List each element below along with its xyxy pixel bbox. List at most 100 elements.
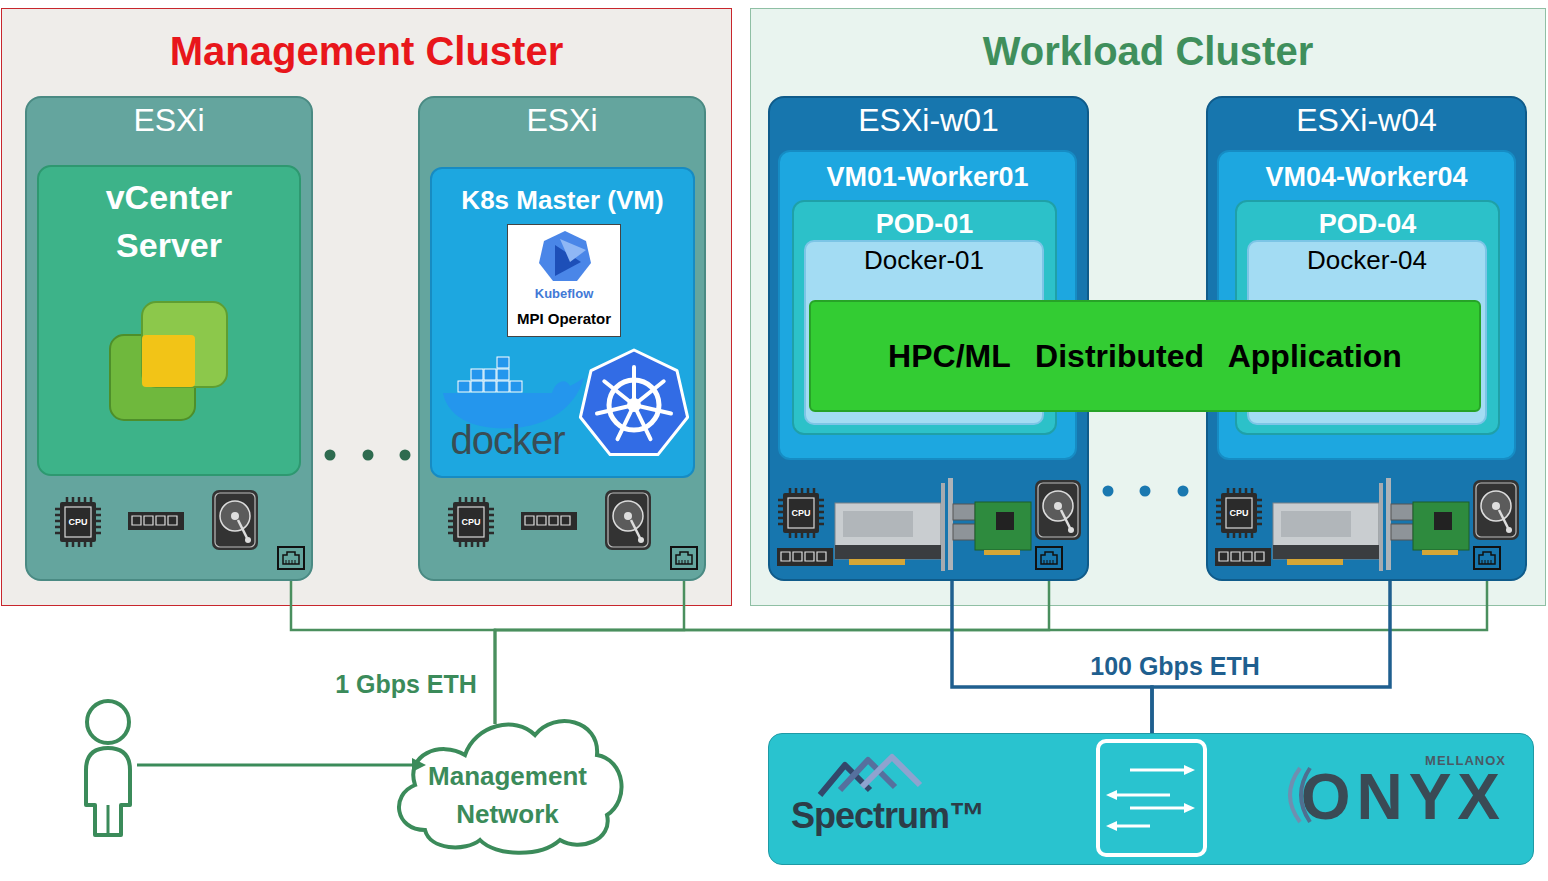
switch-arrow (1115, 794, 1170, 797)
node-title: vCenter Server (61, 173, 277, 269)
node-title: Kubeflow (508, 286, 620, 302)
kubernetes-wheel (609, 380, 659, 430)
node-title: ESXi-w01 (770, 100, 1087, 140)
nic-icon (948, 478, 1031, 570)
operator-box: KubeflowMPI Operator (507, 224, 621, 337)
cpu-icon (55, 497, 101, 547)
switch-arrow (1130, 807, 1185, 810)
ellipsis-dot (1103, 486, 1114, 497)
port-icon (278, 547, 304, 569)
port-icon (671, 547, 697, 569)
network-link (495, 581, 684, 724)
node-title: Docker-04 (1249, 244, 1485, 276)
disk-icon (1035, 480, 1081, 540)
switch-arrow-heads (1106, 765, 1195, 831)
disk-icon (605, 490, 651, 550)
container-block (471, 369, 483, 380)
node-title: Management Cluster (2, 28, 731, 74)
switch-arrow-head (1106, 821, 1117, 831)
docker-containers (458, 357, 522, 392)
access-arrow-head (412, 758, 426, 772)
vcenter-logo-core (142, 335, 195, 387)
switch-arrow (1130, 769, 1185, 772)
vcenter-logo-back (110, 335, 195, 420)
container-block (497, 369, 509, 380)
node-title: Spectrum™ (791, 794, 1011, 838)
node-title: POD-04 (1237, 207, 1498, 241)
vm-box: vCenter Server (37, 165, 301, 476)
node-title: ESXi-w04 (1208, 100, 1525, 140)
ellipsis-dot (363, 450, 374, 461)
cloud-shape (399, 721, 622, 853)
network-link (291, 581, 495, 724)
node-title: VM04-Worker04 (1219, 160, 1514, 194)
switch-band: Spectrum™MELLANOXONYX (768, 733, 1534, 865)
gpu-icon (1273, 483, 1383, 571)
network-link (495, 581, 1487, 724)
ram-icon (128, 512, 184, 530)
link-label: 100 Gbps ETH (1075, 651, 1275, 681)
gpu-icon (835, 483, 945, 571)
switch-arrow-head (1184, 803, 1195, 813)
disk-icon (212, 490, 258, 550)
spectrum-wave (862, 757, 920, 787)
cpu-icon (1216, 488, 1262, 538)
user-legs (107, 805, 110, 835)
link-label: 1 Gbps ETH (316, 669, 496, 699)
ram-icon (1215, 548, 1271, 566)
node-title: Docker-01 (806, 244, 1042, 276)
switch-arrow-head (1106, 790, 1117, 800)
disk-icon (1473, 480, 1519, 540)
onyx-mark (1290, 768, 1310, 822)
ellipsis-dot (325, 450, 336, 461)
nic-icon (1386, 478, 1469, 570)
node-title: HPC/ML Distributed Application (811, 335, 1479, 377)
network-link (495, 581, 1049, 724)
ellipsis-dot (1178, 486, 1189, 497)
docker-whale (443, 378, 584, 428)
container-block (484, 381, 496, 392)
port-icon (1036, 547, 1062, 569)
node-title: K8s Master (VM) (432, 183, 693, 217)
vm-box: K8s Master (VM) KubeflowMPI Operator (430, 167, 695, 478)
switch-arrow-head (1184, 765, 1195, 775)
container-block (484, 369, 496, 380)
node-title: POD-01 (794, 207, 1055, 241)
kubernetes-spokes (597, 367, 671, 439)
kubeflow-logo-facet (560, 239, 586, 262)
node-text: MPI Operator (508, 310, 620, 328)
node-title: VM01-Worker01 (780, 160, 1075, 194)
switch-icon (1098, 741, 1205, 855)
user-body (86, 748, 130, 835)
application-band: HPC/ML Distributed Application (809, 300, 1481, 412)
port-icon (1474, 547, 1500, 569)
spectrum-mark (820, 757, 920, 795)
switch-arrows (1115, 770, 1185, 826)
user-head (87, 701, 129, 743)
kubernetes-logo (580, 350, 687, 455)
network-link (952, 581, 1152, 733)
cpu-icon (448, 497, 494, 547)
container-block (458, 381, 470, 392)
vcenter-logo-front (142, 302, 227, 387)
onyx-stripe (1290, 768, 1300, 822)
kubeflow-logo-facet (555, 245, 581, 276)
node-title: ESXi (27, 100, 311, 140)
network-link (1152, 581, 1390, 733)
onyx-stripe (1301, 768, 1310, 822)
node-title: Management Network (405, 757, 610, 833)
container-block (497, 357, 509, 368)
esxi-host: ESXiK8s Master (VM) KubeflowMPI Operator (418, 96, 706, 581)
node-title: ESXi (420, 100, 704, 140)
access-arrow-line (137, 764, 414, 767)
spectrum-wave (820, 765, 870, 795)
cluster-band: Management ClusterESXi vCenter Server ESXi… (1, 8, 732, 606)
kubernetes-hub (627, 398, 641, 412)
ellipsis-dot (400, 450, 411, 461)
kubeflow-logo (539, 231, 591, 281)
switch-arrow (1115, 825, 1150, 828)
ram-icon (777, 548, 833, 566)
container-block (471, 381, 483, 392)
ellipsis-dot (1140, 486, 1151, 497)
